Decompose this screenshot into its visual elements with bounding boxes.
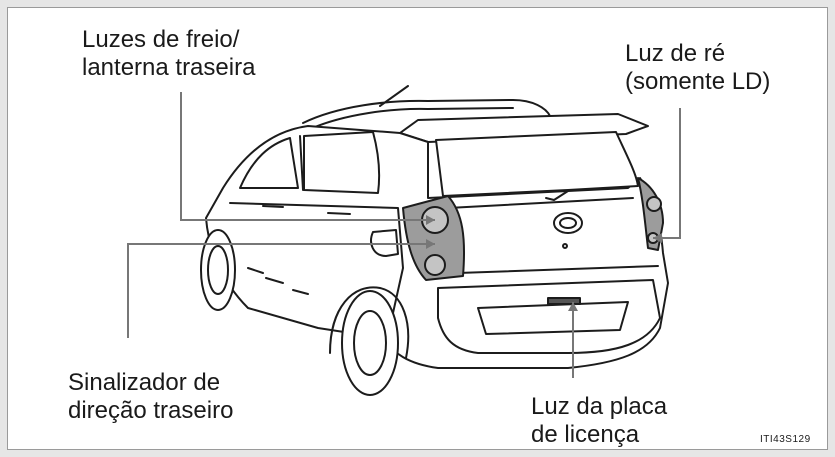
- antenna: [379, 85, 409, 107]
- door-handle: [262, 205, 284, 208]
- front-rim: [207, 245, 229, 295]
- figure-code: ITI43S129: [760, 434, 811, 445]
- fuel-door: [370, 229, 399, 257]
- label-brake-tail: Luzes de freio/ lanterna traseira: [82, 26, 255, 82]
- vehicle-rear-illustration: [127, 85, 681, 396]
- tailgate-lower: [457, 265, 659, 274]
- diagram-frame: Luzes de freio/ lanterna traseira Luz de…: [7, 7, 828, 450]
- label-license-plate: Luz da placa de licença: [531, 393, 667, 449]
- front-wheel: [200, 229, 236, 311]
- label-brake-tail-line2: lanterna traseira: [82, 54, 256, 81]
- lock: [562, 243, 568, 249]
- leader-brake-tail: [180, 92, 435, 221]
- rear-wheel: [341, 290, 399, 396]
- label-reverse-line2: (somente LD): [625, 68, 771, 95]
- side-window-rear: [303, 131, 381, 194]
- door-handle-2: [327, 212, 351, 215]
- b-pillar: [299, 135, 304, 191]
- label-brake-tail-line1: Luzes de freio/: [82, 26, 240, 53]
- label-license-plate-line2: de licença: [531, 421, 640, 448]
- license-plate-lamp: [547, 297, 581, 305]
- label-reverse: Luz de ré (somente LD): [625, 40, 770, 96]
- door-line: [229, 202, 404, 314]
- wiper: [545, 190, 569, 201]
- tailgate-line: [447, 197, 634, 209]
- rear-rim: [353, 310, 387, 376]
- label-reverse-line1: Luz de ré: [625, 40, 726, 67]
- rear-bumper: [437, 279, 661, 354]
- rear-wheel-arch: [329, 286, 410, 359]
- side-trim: [247, 267, 309, 295]
- label-turn-signal-line2: direção traseiro: [68, 397, 234, 424]
- tail-lamp-left: [402, 195, 466, 281]
- label-turn-signal: Sinalizador de direção traseiro: [68, 369, 233, 425]
- leader-turn-signal: [127, 243, 435, 338]
- brand-emblem: [553, 212, 583, 234]
- roof-rail-2: [307, 107, 514, 131]
- rear-window: [435, 131, 639, 197]
- brand-emblem-inner: [559, 217, 577, 229]
- side-window-front: [239, 137, 299, 189]
- label-license-plate-line1: Luz da placa: [531, 393, 668, 420]
- roof-rail: [302, 99, 551, 124]
- tail-lamp-right: [637, 177, 664, 251]
- label-turn-signal-line1: Sinalizador de: [68, 369, 221, 396]
